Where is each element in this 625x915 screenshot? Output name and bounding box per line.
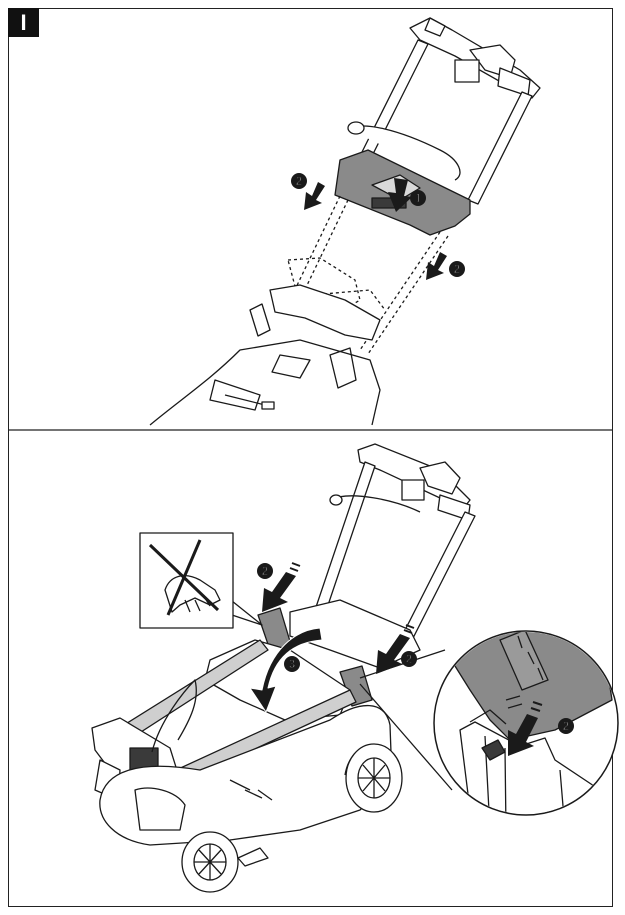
upper-tube-right: [467, 91, 533, 205]
detail-magnifier: 2: [359, 630, 619, 816]
step-2-marker-top-right: 2: [449, 261, 465, 277]
pull-arrow-left: [304, 182, 325, 210]
top-panel: 1 2 2: [149, 17, 541, 426]
pinch-warning-inset: [139, 532, 263, 629]
fold-arrow-3: [249, 627, 323, 713]
press-arrow-left-bottom: [262, 562, 301, 612]
svg-text:1: 1: [415, 191, 422, 205]
upper-tube-left-2: [314, 461, 376, 615]
step-2-marker-top-left: 2: [291, 173, 307, 189]
section-label-badge: I: [8, 8, 39, 37]
cross-mark-b: [166, 539, 202, 616]
press-arrow-detail: [508, 701, 543, 756]
hand-drawing: [164, 575, 221, 613]
handle-top-grip-bottom: [357, 443, 471, 521]
svg-text:2: 2: [406, 652, 413, 666]
svg-text:2: 2: [262, 564, 269, 578]
figure-frame: [8, 8, 613, 907]
step-1-marker-top: 1: [410, 190, 426, 206]
press-arrow-1: [388, 178, 412, 212]
rear-wheel: [345, 743, 403, 813]
upper-tube-right-2: [399, 511, 476, 645]
svg-text:2: 2: [454, 262, 461, 276]
front-wheel: [181, 831, 239, 893]
step-2-marker-bottom-left: 2: [257, 563, 273, 579]
bottom-panel: 2 2 3: [91, 443, 619, 893]
step-3-marker: 3: [284, 656, 300, 672]
step-2-marker-bottom-right: 2: [401, 651, 417, 667]
svg-text:2: 2: [296, 174, 303, 188]
mower-deck-top: [149, 284, 381, 426]
pull-arrow-right: [426, 252, 447, 280]
handle-top-grip: [409, 17, 541, 99]
svg-text:2: 2: [563, 719, 570, 733]
svg-text:3: 3: [289, 657, 296, 671]
mower-deck-bottom: [99, 704, 403, 893]
step-2-marker-detail: 2: [558, 718, 574, 734]
